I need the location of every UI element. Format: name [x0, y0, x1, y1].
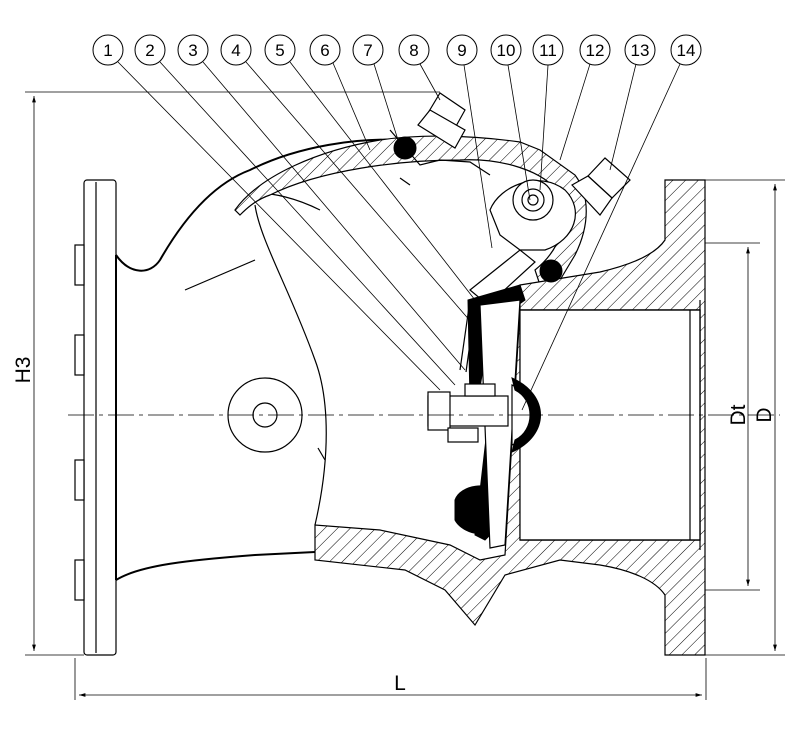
callout-10: 10: [490, 34, 531, 201]
callout-11: 11: [532, 34, 564, 191]
svg-text:4: 4: [231, 41, 240, 60]
inlet-flange-bolts: [74, 244, 85, 601]
callout-14: 14: [521, 34, 702, 411]
dimension-d-label: D: [753, 407, 776, 422]
svg-text:3: 3: [188, 41, 197, 60]
callout-balloons: 1 2 3 4 5 6 7: [92, 34, 702, 411]
callout-2: 2: [134, 34, 456, 386]
dimension-l: L: [74, 658, 707, 700]
disc-nut: [427, 383, 509, 443]
body-outline: [115, 138, 401, 581]
callout-3: 3: [177, 34, 466, 371]
callout-7: 7: [352, 34, 399, 141]
svg-text:11: 11: [539, 41, 557, 60]
callout-4: 4: [220, 34, 479, 331]
callout-13: 13: [609, 34, 656, 171]
dimension-l-label: L: [394, 672, 406, 695]
callout-6: 6: [309, 34, 371, 151]
dimension-dt-label: Dt: [727, 404, 750, 425]
svg-text:12: 12: [586, 41, 605, 60]
svg-text:6: 6: [320, 41, 329, 60]
dimension-h3: H3: [12, 91, 440, 656]
dimension-h3-label: H3: [12, 357, 35, 384]
o-ring-14: [539, 259, 563, 283]
callout-5: 5: [264, 34, 476, 301]
dimension-d: D: [705, 179, 785, 656]
callout-1: 1: [92, 34, 441, 391]
bonnet-cover: [234, 135, 587, 286]
svg-text:8: 8: [409, 41, 418, 60]
svg-text:9: 9: [457, 41, 466, 60]
valve-body: [74, 135, 706, 656]
callout-8: 8: [398, 34, 441, 101]
svg-text:5: 5: [275, 41, 284, 60]
callout-9: 9: [446, 34, 493, 249]
dimension-dt: Dt: [705, 242, 760, 591]
svg-text:7: 7: [363, 41, 372, 60]
inlet-flange: [83, 179, 117, 656]
svg-text:14: 14: [677, 41, 696, 60]
svg-text:1: 1: [103, 41, 112, 60]
svg-text:2: 2: [145, 41, 154, 60]
svg-text:10: 10: [497, 41, 516, 60]
callout-12: 12: [559, 34, 611, 161]
side-boss: [227, 377, 303, 453]
disc-assembly: [427, 179, 576, 549]
svg-text:13: 13: [631, 41, 650, 60]
top-hardware: [389, 92, 631, 283]
